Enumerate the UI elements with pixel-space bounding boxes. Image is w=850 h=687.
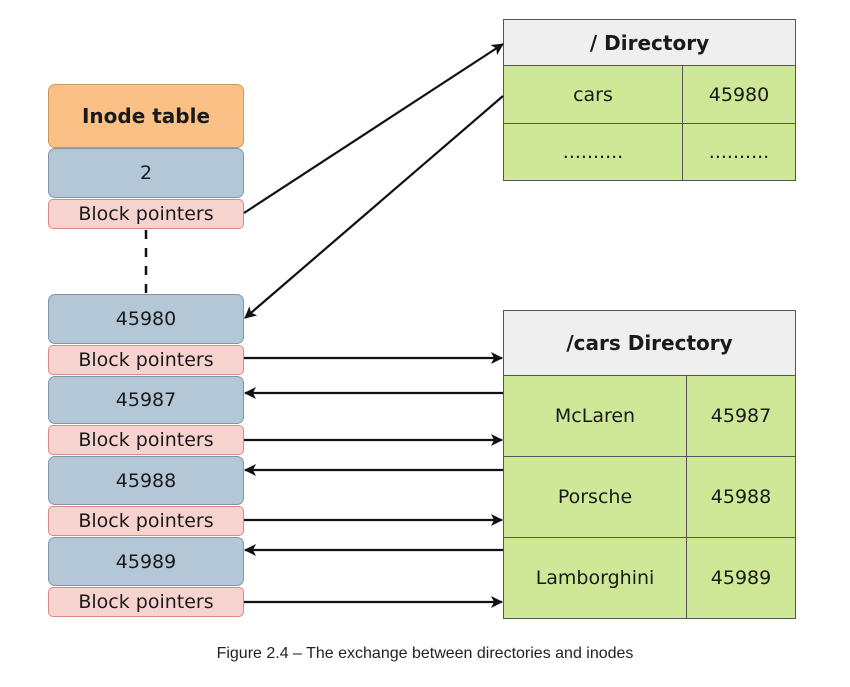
block-pointers-45989: Block pointers [48,587,244,617]
arrow-cars-entry-to-inode-45980 [244,95,504,319]
root-dir-inode-ellipsis: .......... [682,123,796,181]
inode-number-45989: 45989 [48,537,244,586]
cars-dir-name-lamborghini: Lamborghini [503,537,687,619]
root-dir-inode-cars: 45980 [682,65,796,124]
figure-caption: Figure 2.4 – The exchange between direct… [216,645,634,662]
block-pointers-45988: Block pointers [48,506,244,536]
inode-table-header: Inode table [48,84,244,148]
inode-number-45987: 45987 [48,376,244,424]
root-dir-name-ellipsis: .......... [503,123,683,181]
cars-dir-inode-mclaren: 45987 [686,375,796,457]
cars-dir-name-mclaren: McLaren [503,375,687,457]
cars-directory-title: /cars Directory [503,310,796,376]
root-directory-title: / Directory [503,19,796,66]
inode-number-2: 2 [48,148,244,198]
inode-number-45980: 45980 [48,294,244,344]
cars-dir-inode-lamborghini: 45989 [686,537,796,619]
block-pointers-45980: Block pointers [48,345,244,375]
block-pointers-45987: Block pointers [48,425,244,455]
cars-dir-name-porsche: Porsche [503,456,687,538]
cars-dir-inode-porsche: 45988 [686,456,796,538]
inode-number-45988: 45988 [48,456,244,505]
root-dir-name-cars: cars [503,65,683,124]
block-pointers-inode-2: Block pointers [48,199,244,229]
arrow-inode2-to-root-dir [243,43,504,214]
